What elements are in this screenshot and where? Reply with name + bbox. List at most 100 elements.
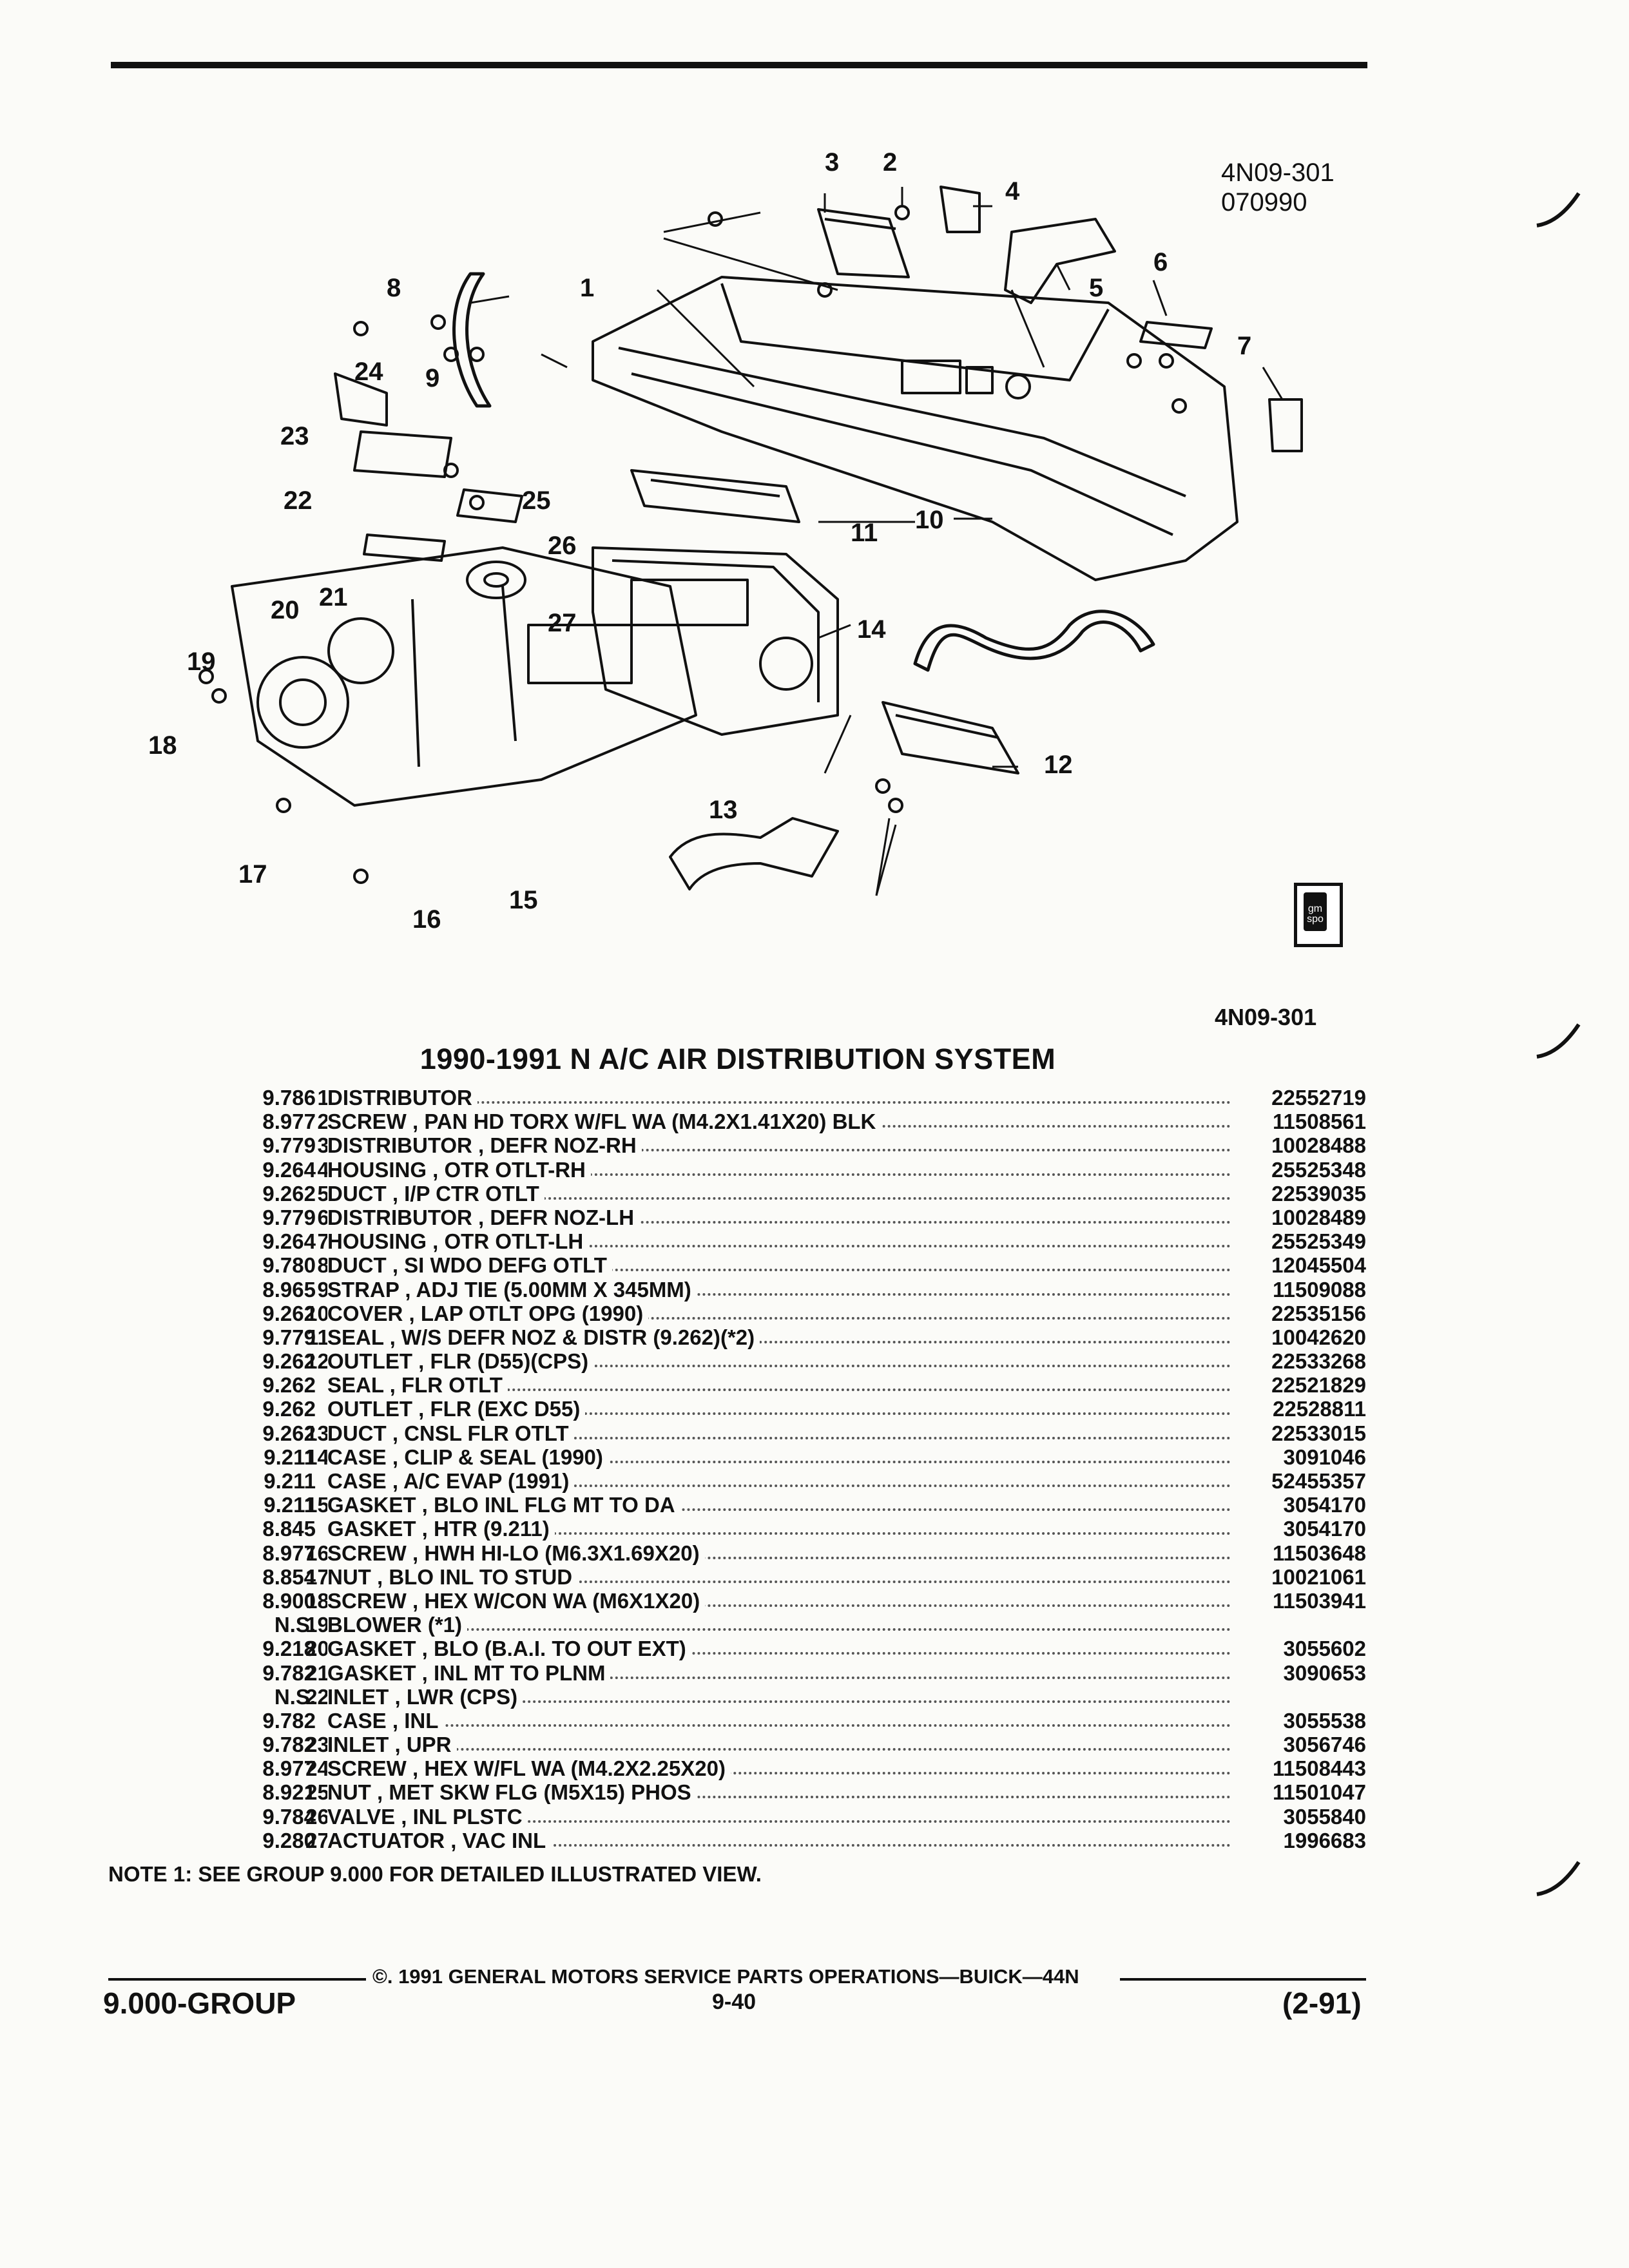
part-number: 1996683 xyxy=(1283,1828,1366,1852)
blower-inlet-assembly xyxy=(231,546,697,807)
part-number: 25525349 xyxy=(1271,1229,1366,1254)
figure-code-top: 4N09-301 070990 xyxy=(1221,158,1335,217)
group-number: 9.262 xyxy=(262,1301,316,1325)
side-window-defog-duct-left xyxy=(452,272,492,408)
part-description: SCREW , HEX W/FL WA (M4.2X2.25X20) xyxy=(327,1756,1231,1781)
part-number: 3055602 xyxy=(1283,1637,1366,1661)
group-number: 9.782 xyxy=(262,1660,316,1685)
callout-leaders xyxy=(470,187,1284,896)
group-number: 9.262 xyxy=(262,1421,316,1445)
part-number: 11508561 xyxy=(1272,1110,1366,1134)
callout-22: 22 xyxy=(284,486,313,515)
group-number: 9.211 xyxy=(264,1469,316,1493)
group-number: 8.921 xyxy=(262,1780,316,1805)
part-description: SCREW , HEX W/CON WA (M6X1X20) xyxy=(327,1588,1231,1613)
part-number: 3054170 xyxy=(1283,1517,1366,1541)
outer-outlet-housing-rh-part xyxy=(940,186,981,233)
group-number: 8.900 xyxy=(262,1588,316,1613)
part-description: ACTUATOR , VAC INL xyxy=(327,1828,1231,1852)
group-number: 9.782 xyxy=(262,1708,316,1733)
page-number: 9-40 xyxy=(712,1990,757,2014)
group-number: N.S. xyxy=(274,1613,316,1637)
part-description: CASE , INL xyxy=(327,1708,1231,1733)
group-number: 8.977 xyxy=(262,1110,316,1134)
callout-24: 24 xyxy=(354,358,383,386)
page-title: 1990-1991 N A/C AIR DISTRIBUTION SYSTEM xyxy=(419,1043,1056,1075)
group-number: 8.977 xyxy=(262,1756,316,1781)
group-number: 9.779 xyxy=(262,1133,316,1158)
part-description: DISTRIBUTOR , DEFR NOZ-LH xyxy=(327,1205,1231,1229)
part-description: CASE , A/C EVAP (1991) xyxy=(327,1469,1231,1493)
part-number: 10021061 xyxy=(1271,1564,1366,1589)
group-number: 9.784 xyxy=(262,1804,316,1829)
part-number: 10028488 xyxy=(1271,1133,1366,1158)
group-number: 9.218 xyxy=(262,1637,316,1661)
part-number: 22535156 xyxy=(1271,1301,1366,1325)
binder-hole-mark xyxy=(1536,1861,1581,1896)
callout-20: 20 xyxy=(271,596,300,624)
group-number: 9.782 xyxy=(262,1733,316,1757)
callout-4: 4 xyxy=(1005,177,1020,206)
figure-code-line: 4N09-301 xyxy=(1221,159,1335,187)
part-number: 3055840 xyxy=(1283,1804,1366,1829)
part-number: 11503648 xyxy=(1272,1541,1366,1565)
part-number: 3056746 xyxy=(1283,1733,1366,1757)
group-number: N.S. xyxy=(274,1684,316,1709)
group-number: 9.779 xyxy=(262,1325,316,1349)
part-description: DUCT , CNSL FLR OTLT xyxy=(327,1421,1231,1445)
group-number: 9.262 xyxy=(262,1373,316,1398)
binder-hole-mark xyxy=(1536,192,1581,227)
callout-26: 26 xyxy=(548,532,577,560)
figure-code-bottom: 4N09-301 xyxy=(1215,1004,1317,1030)
group-number: 9.786 xyxy=(262,1086,316,1110)
part-number: 22533268 xyxy=(1271,1349,1366,1374)
part-number: 22521829 xyxy=(1271,1373,1366,1398)
defroster-distributor-lh-part xyxy=(1139,321,1213,349)
part-number: 11508443 xyxy=(1272,1756,1366,1781)
group-number: 8.854 xyxy=(262,1564,316,1589)
part-description: DUCT , SI WDO DEFG OTLT xyxy=(327,1253,1231,1278)
footer-rule-right xyxy=(1120,1978,1366,1981)
callout-8: 8 xyxy=(387,274,401,302)
callout-7: 7 xyxy=(1237,332,1251,360)
group-number: 9.211 xyxy=(264,1493,316,1517)
part-description: OUTLET , FLR (D55)(CPS) xyxy=(327,1349,1231,1374)
callout-1: 1 xyxy=(580,274,594,302)
blower-motor-part xyxy=(256,656,349,749)
callout-19: 19 xyxy=(187,648,216,676)
part-number: 52455357 xyxy=(1271,1469,1366,1493)
group-number: 8.845 xyxy=(262,1517,316,1541)
part-description: NUT , BLO INL TO STUD xyxy=(327,1564,1231,1589)
part-number: 22552719 xyxy=(1271,1086,1366,1110)
callout-21: 21 xyxy=(319,583,348,611)
side-window-defog-duct-right xyxy=(913,610,1155,672)
part-description: HOUSING , OTR OTLT-RH xyxy=(327,1157,1231,1182)
part-description: DISTRIBUTOR xyxy=(327,1086,1231,1110)
part-number: 22528811 xyxy=(1272,1397,1366,1421)
callout-2: 2 xyxy=(883,148,897,177)
part-number: 10028489 xyxy=(1271,1205,1366,1229)
group-number: 9.280 xyxy=(262,1828,316,1852)
callout-6: 6 xyxy=(1153,248,1168,276)
defroster-distributor-rh-part xyxy=(817,208,910,278)
group-number: 9.262 xyxy=(262,1397,316,1421)
part-description: GASKET , BLO (B.A.I. TO OUT EXT) xyxy=(327,1637,1231,1661)
part-description: INLET , LWR (CPS) xyxy=(327,1684,1231,1709)
